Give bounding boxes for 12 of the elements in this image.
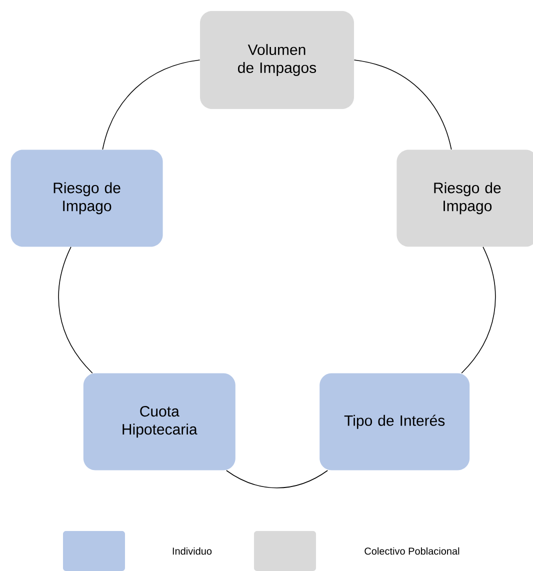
process-box: Riesgo de Impago [396, 150, 533, 247]
legend-label: Colectivo Poblacional [364, 547, 460, 555]
connector-arc [354, 60, 452, 150]
connector-arc [58, 246, 93, 374]
connector-arc [102, 60, 200, 150]
legend-label: Individuo [172, 547, 212, 555]
connector-arc [226, 470, 328, 488]
process-box: Cuota Hipotecaria [83, 373, 236, 470]
connector-arc [461, 246, 496, 374]
process-box: Tipo de Interés [320, 373, 470, 470]
process-box: Volumen de Impagos [200, 11, 354, 109]
process-box: Riesgo de Impago [10, 150, 163, 247]
